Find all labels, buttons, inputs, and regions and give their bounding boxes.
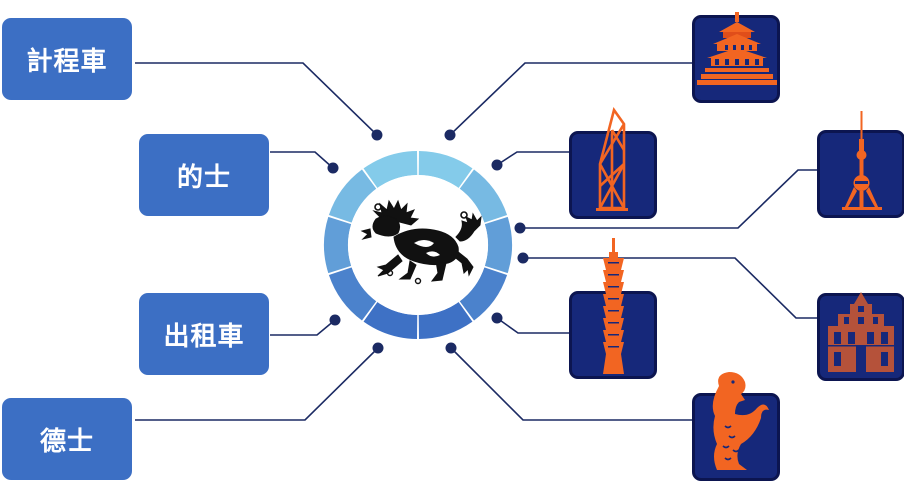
connector-dot <box>327 162 339 174</box>
connector-dot <box>372 342 384 354</box>
ring-segment <box>418 151 473 188</box>
ring-segment <box>363 302 418 339</box>
taipei-101-icon <box>603 238 624 374</box>
tile-ruins <box>817 292 904 381</box>
connector-dot <box>371 129 383 141</box>
connector-tv-tower <box>520 169 817 229</box>
connector-dot <box>329 314 341 326</box>
connector-merlion <box>450 347 694 421</box>
connector-ruins <box>523 257 817 319</box>
merlion-icon <box>712 372 769 470</box>
tile-bank-tower <box>569 106 657 219</box>
ruins-of-st-paul-icon <box>828 292 894 372</box>
center-wheel <box>324 151 512 339</box>
qilin-icon <box>360 199 482 285</box>
bank-of-china-tower-icon <box>596 106 628 211</box>
connector-dot <box>444 129 456 141</box>
tile-tv-tower <box>817 111 904 218</box>
connector-taxi-4 <box>135 347 379 421</box>
oriental-pearl-tower-icon <box>842 111 882 210</box>
temple-of-heaven-icon <box>697 12 777 85</box>
connector-taxi-1 <box>135 62 378 136</box>
ring-segment <box>328 169 377 223</box>
label-taxi-2: 的士 <box>139 134 269 216</box>
ring-segment <box>484 216 512 274</box>
connector-bank-tower <box>496 151 569 166</box>
connector-taxi-3 <box>270 319 336 336</box>
ring-segments <box>324 151 512 339</box>
tile-temple <box>692 12 780 103</box>
connector-dot <box>491 159 503 171</box>
ring-segment <box>328 267 377 321</box>
tile-merlion <box>692 372 780 481</box>
connector-dot <box>514 222 526 234</box>
ring-segment <box>459 267 508 321</box>
ring-segment <box>459 169 508 223</box>
connector-taxi-2 <box>270 151 334 169</box>
connector-dot <box>445 342 457 354</box>
label-taxi-1: 計程車 <box>2 18 132 100</box>
connector-temple <box>449 62 694 136</box>
ring-segment <box>418 302 473 339</box>
ring-segment <box>324 216 352 274</box>
connector-dot <box>517 252 529 264</box>
label-taxi-3: 出租車 <box>139 293 269 375</box>
connector-taipei-101 <box>496 317 569 334</box>
connector-dot <box>491 312 503 324</box>
tile-taipei-101 <box>569 238 657 379</box>
ring-segment <box>363 151 418 188</box>
label-taxi-4: 德士 <box>2 398 132 480</box>
